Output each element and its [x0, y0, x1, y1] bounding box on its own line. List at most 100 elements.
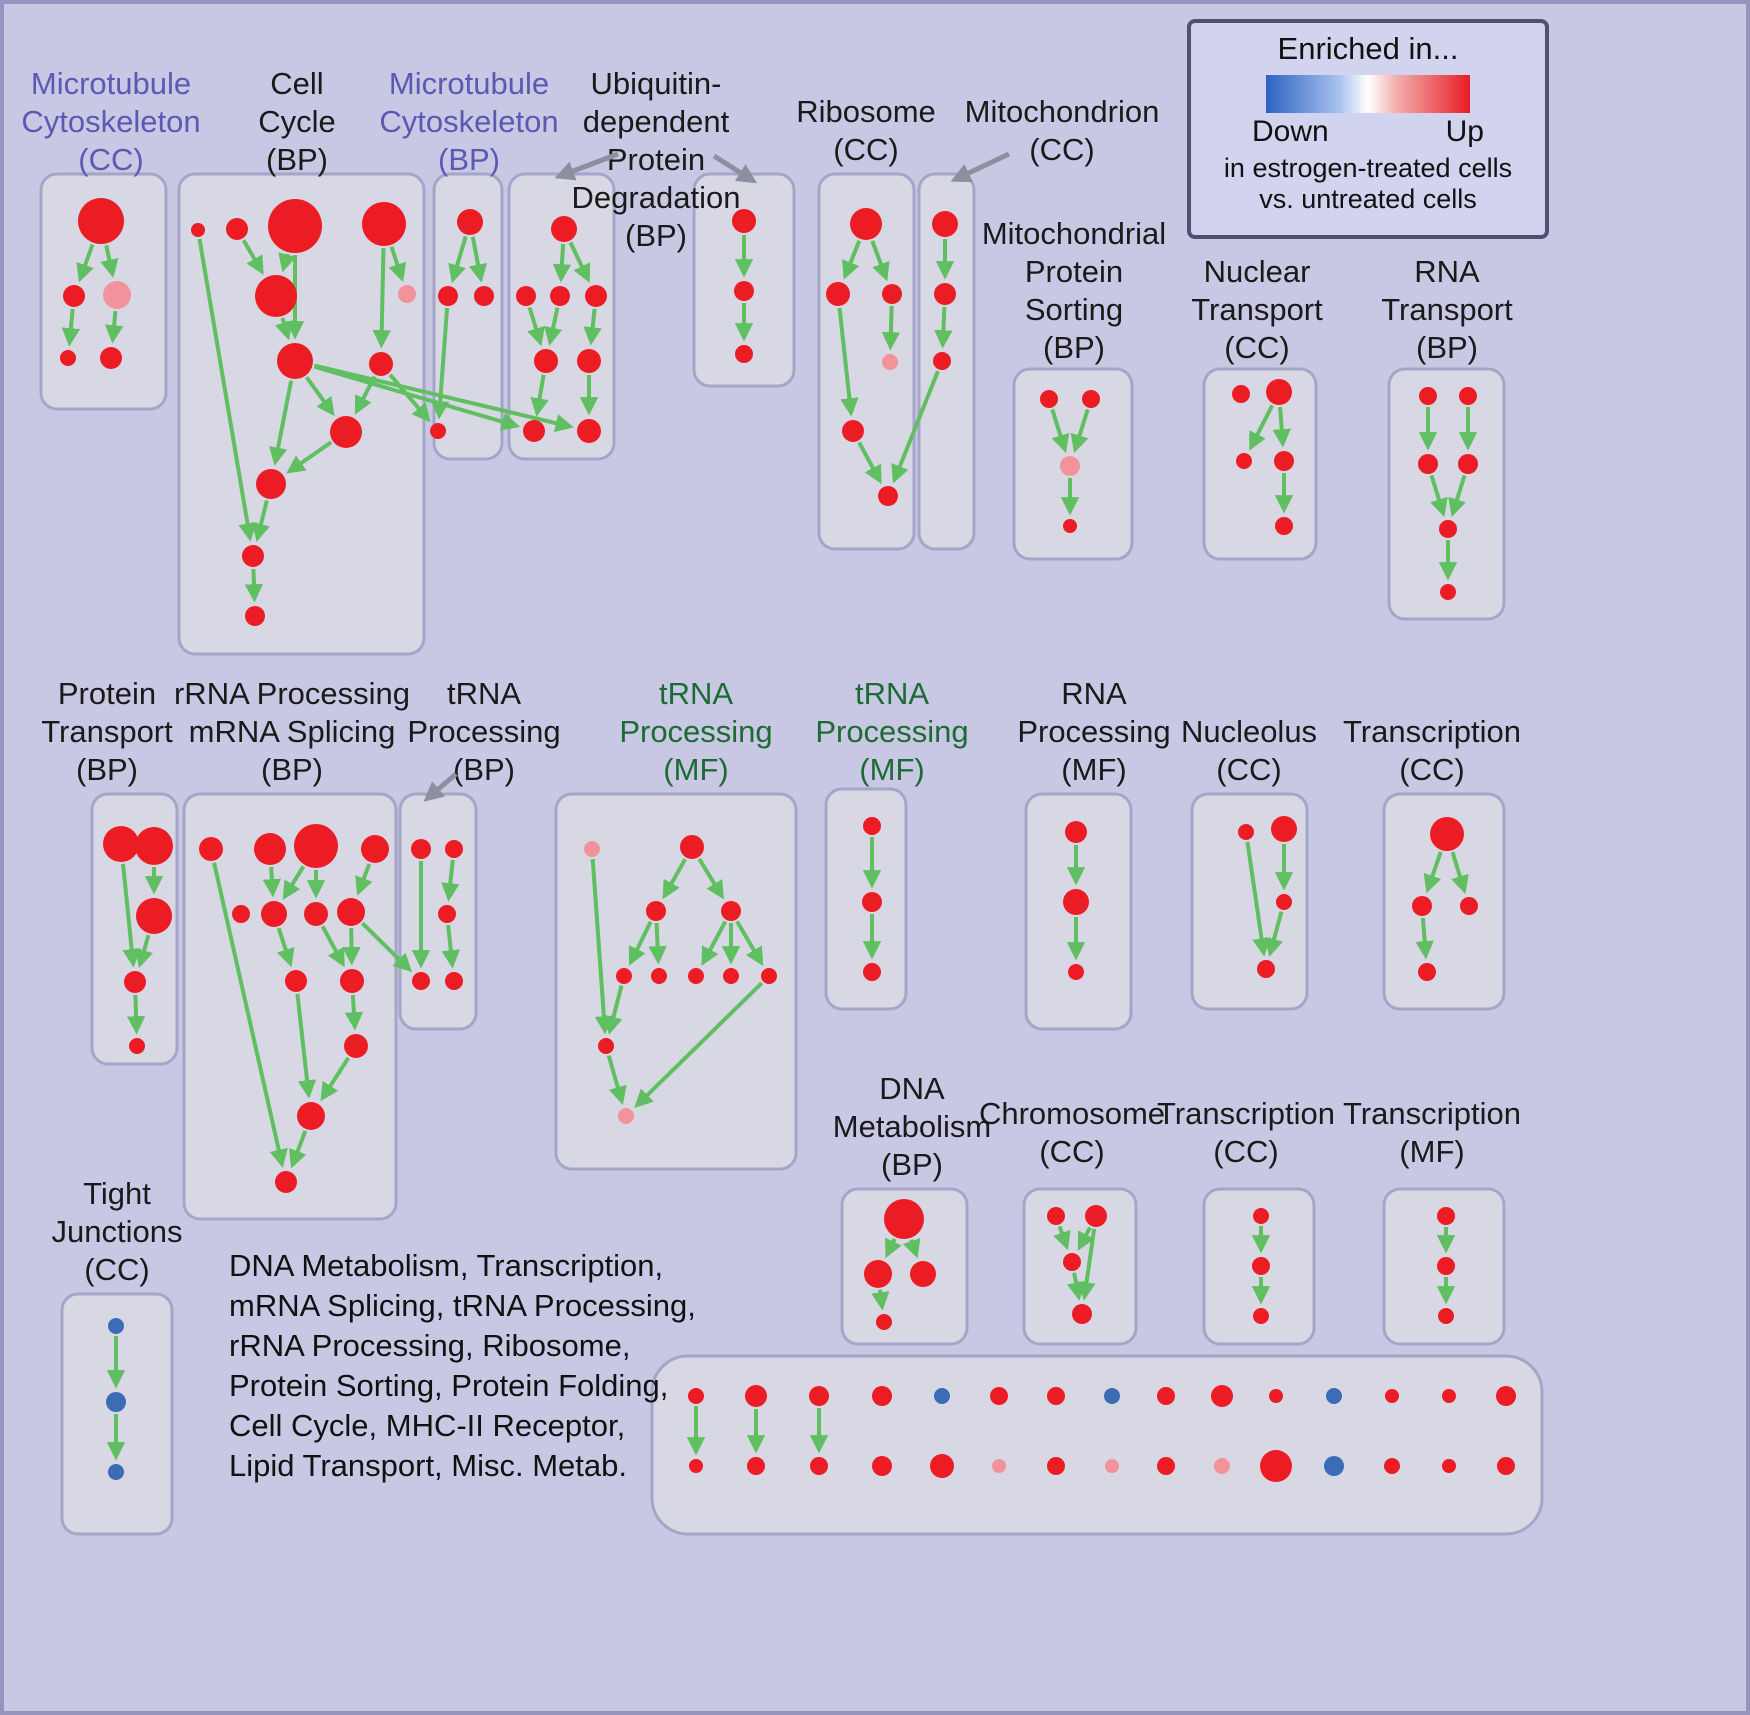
go-node-misc-terms: [872, 1386, 892, 1406]
go-node-cell-cycle-bp: [398, 285, 416, 303]
go-node-ubiquitin-degradation-bp-left: [550, 286, 570, 306]
hierarchy-edge: [701, 920, 728, 966]
panel-microtubule-cytoskeleton-bp: [432, 172, 504, 461]
hierarchy-edge: [634, 981, 764, 1108]
hierarchy-edge: [1070, 408, 1090, 454]
panel-trna-processing-bp: [398, 792, 478, 1031]
go-node-misc-terms: [1047, 1457, 1065, 1475]
go-node-nuclear-transport-cc: [1266, 379, 1292, 405]
go-node-nucleolus-cc: [1238, 824, 1254, 840]
go-node-microtubule-cytoskeleton-bp: [438, 286, 458, 306]
go-term-nodes-layer: [60, 198, 1516, 1482]
go-node-transcription-cc-upper: [1460, 897, 1478, 915]
hierarchy-edge: [697, 857, 724, 900]
go-node-ubiquitin-degradation-bp-right: [734, 281, 754, 301]
label-chromosome-cc: Chromosome(CC): [979, 1096, 1165, 1169]
go-node-rrna-processing-mrna-splicing-bp: [199, 837, 223, 861]
go-node-mitochondrion-cc: [934, 283, 956, 305]
go-node-trna-processing-mf-large: [680, 835, 704, 859]
go-node-misc-terms: [930, 1454, 954, 1478]
go-node-ubiquitin-degradation-bp-left: [516, 286, 536, 306]
go-node-mitochondrial-protein-sorting-bp: [1082, 390, 1100, 408]
go-node-ubiquitin-degradation-bp-left: [551, 216, 577, 242]
panel-transcription-cc-upper: [1382, 792, 1506, 1011]
go-node-misc-terms: [1496, 1386, 1516, 1406]
panel-rrna-processing-mrna-splicing-bp: [182, 792, 398, 1221]
hierarchy-edge: [902, 1238, 921, 1259]
go-node-mitochondrial-protein-sorting-bp: [1060, 456, 1080, 476]
go-node-cell-cycle-bp: [330, 416, 362, 448]
legend-endpoint-labels: Down Up: [1252, 115, 1484, 149]
go-node-transcription-mf: [1437, 1207, 1455, 1225]
go-node-tight-junctions-cc: [106, 1392, 126, 1412]
hierarchy-edge: [1077, 1226, 1095, 1251]
hierarchy-edge: [1077, 1228, 1097, 1301]
go-node-transcription-cc-upper: [1430, 817, 1464, 851]
label-transcription-cc-upper: Transcription(CC): [1343, 714, 1521, 787]
go-node-tight-junctions-cc: [108, 1464, 124, 1480]
go-node-misc-terms: [810, 1457, 828, 1475]
go-node-transcription-cc-lower: [1253, 1308, 1269, 1324]
pointer-arrows-layer: [423, 151, 1011, 802]
go-node-misc-terms: [1214, 1458, 1230, 1474]
go-node-transcription-mf: [1437, 1257, 1455, 1275]
go-node-rrna-processing-mrna-splicing-bp: [275, 1171, 297, 1193]
hierarchy-edge: [1053, 1225, 1071, 1251]
go-node-nucleolus-cc: [1276, 894, 1292, 910]
hierarchy-edge: [1050, 408, 1070, 454]
legend-up-label: Up: [1445, 115, 1484, 148]
hierarchy-edge: [1450, 851, 1469, 895]
hierarchy-edge: [857, 441, 882, 485]
label-nucleolus-cc: Nucleolus(CC): [1181, 714, 1317, 787]
go-node-trna-processing-mf-large: [598, 1038, 614, 1054]
hierarchy-edge: [320, 1056, 351, 1102]
legend-title: Enriched in...: [1277, 31, 1459, 66]
hierarchy-edge: [1249, 404, 1274, 451]
go-node-rrna-processing-mrna-splicing-bp: [232, 905, 250, 923]
go-node-protein-transport-bp: [135, 827, 173, 865]
go-node-trna-processing-mf-large: [616, 968, 632, 984]
go-node-tight-junctions-cc: [108, 1318, 124, 1334]
go-node-misc-terms: [990, 1387, 1008, 1405]
hierarchy-edge: [355, 863, 373, 896]
go-node-dna-metabolism-bp: [884, 1199, 924, 1239]
hierarchy-edge: [276, 927, 295, 968]
hierarchy-edge: [212, 862, 288, 1168]
go-node-misc-terms: [1497, 1457, 1515, 1475]
go-node-trna-processing-bp: [445, 840, 463, 858]
go-node-rna-transport-bp: [1459, 387, 1477, 405]
go-node-trna-processing-bp: [445, 972, 463, 990]
hierarchy-edge: [286, 440, 333, 474]
label-mitochondrion-cc: Mitochondrion(CC): [965, 94, 1160, 167]
hierarchy-edge: [662, 858, 687, 900]
go-node-misc-terms: [1211, 1385, 1233, 1407]
go-node-rna-processing-mf: [1068, 964, 1084, 980]
hierarchy-edge: [282, 865, 306, 900]
hierarchy-edge: [126, 994, 146, 1035]
hierarchy-edge: [568, 241, 591, 283]
go-node-ubiquitin-degradation-bp-left: [585, 285, 607, 307]
go-node-trna-processing-mf-large: [688, 968, 704, 984]
go-node-misc-terms: [688, 1388, 704, 1404]
go-node-cell-cycle-bp: [242, 545, 264, 567]
go-node-ribosome-cc: [878, 486, 898, 506]
go-node-trna-processing-mf-small: [863, 817, 881, 835]
go-node-ubiquitin-degradation-bp-right: [735, 345, 753, 363]
hierarchy-edge: [241, 239, 264, 275]
hierarchy-edge: [135, 934, 153, 969]
hierarchy-edge: [735, 920, 764, 967]
hierarchy-edge: [441, 859, 460, 902]
go-node-mitochondrion-cc: [933, 352, 951, 370]
hierarchy-edge: [871, 1289, 890, 1311]
hierarchy-edge: [1415, 917, 1434, 960]
label-ribosome-cc: Ribosome(CC): [796, 94, 936, 167]
go-node-microtubule-cytoskeleton-cc: [100, 347, 122, 369]
hierarchy-edge: [870, 240, 890, 282]
go-node-misc-terms: [872, 1456, 892, 1476]
go-node-misc-terms: [1442, 1459, 1456, 1473]
